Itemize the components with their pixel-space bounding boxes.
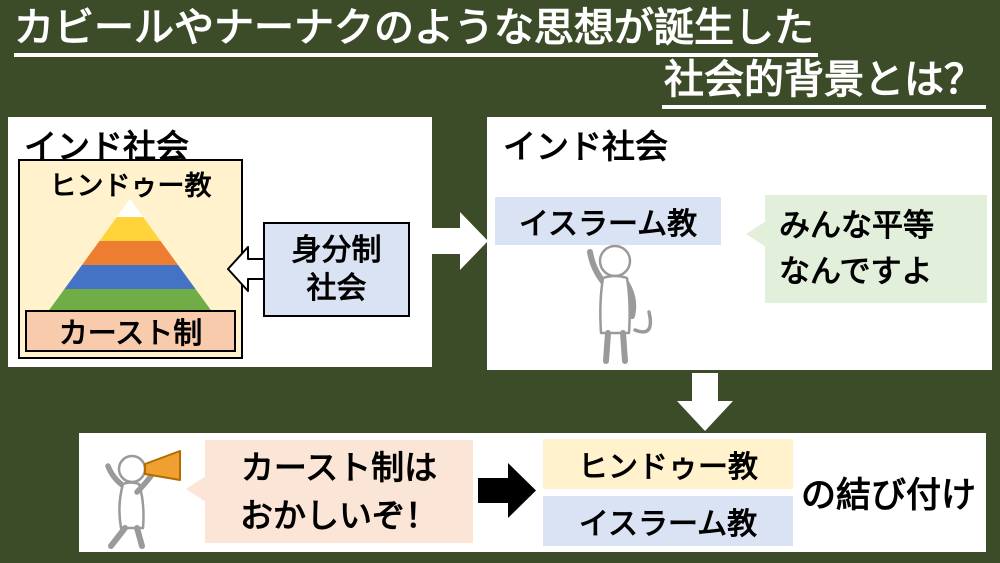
block-arrow-left-icon <box>227 246 265 292</box>
equality-bubble-line2: なんですよ <box>779 254 933 289</box>
block-arrow-right-icon <box>431 212 488 270</box>
hinduism-box: ヒンドゥー教 カースト制 <box>18 159 243 359</box>
person-presenting-icon <box>587 244 653 364</box>
islam-box: イスラーム教 <box>495 197 721 245</box>
person-megaphone-icon <box>105 450 181 549</box>
result-islam-box: イスラーム教 <box>543 496 793 546</box>
caste-pyramid-icon <box>47 199 213 313</box>
protest-speech-bubble: カースト制は おかしいぞ！ <box>186 440 473 543</box>
equality-bubble-line1: みんな平等 <box>779 207 934 243</box>
left-panel-heading: インド社会 <box>24 128 189 165</box>
speech-bubble-tail <box>746 221 766 247</box>
speech-bubble-tail <box>186 476 206 502</box>
block-arrow-down-icon <box>677 373 733 431</box>
right-panel-heading: インド社会 <box>503 128 668 165</box>
right-panel-islam-society: インド社会 イスラーム教 みんな平等 なんですよ <box>487 117 992 370</box>
binding-suffix-label: の結び付け <box>801 476 977 515</box>
bottom-panel-conclusion: カースト制は おかしいぞ！ ヒンドゥー教 イスラーム教 の結び付け <box>79 433 986 552</box>
status-society-box: 身分制 社会 <box>263 222 410 317</box>
hinduism-label: ヒンドゥー教 <box>49 171 212 201</box>
protest-bubble-line2: おかしいぞ！ <box>240 496 438 534</box>
block-arrow-right-black-icon <box>478 463 536 518</box>
caste-system-label: カースト制 <box>25 310 236 352</box>
protest-bubble-line1: カースト制は <box>240 448 438 486</box>
equality-speech-bubble: みんな平等 なんですよ <box>746 195 987 303</box>
slide-title-line1: カビールやナーナクのような思想が誕生した <box>14 6 818 57</box>
result-hinduism-box: ヒンドゥー教 <box>543 439 793 489</box>
slide-title-line2: 社会的背景とは？ <box>662 58 986 109</box>
status-society-line1: 身分制 <box>291 234 382 267</box>
status-society-line2: 社会 <box>306 271 367 305</box>
